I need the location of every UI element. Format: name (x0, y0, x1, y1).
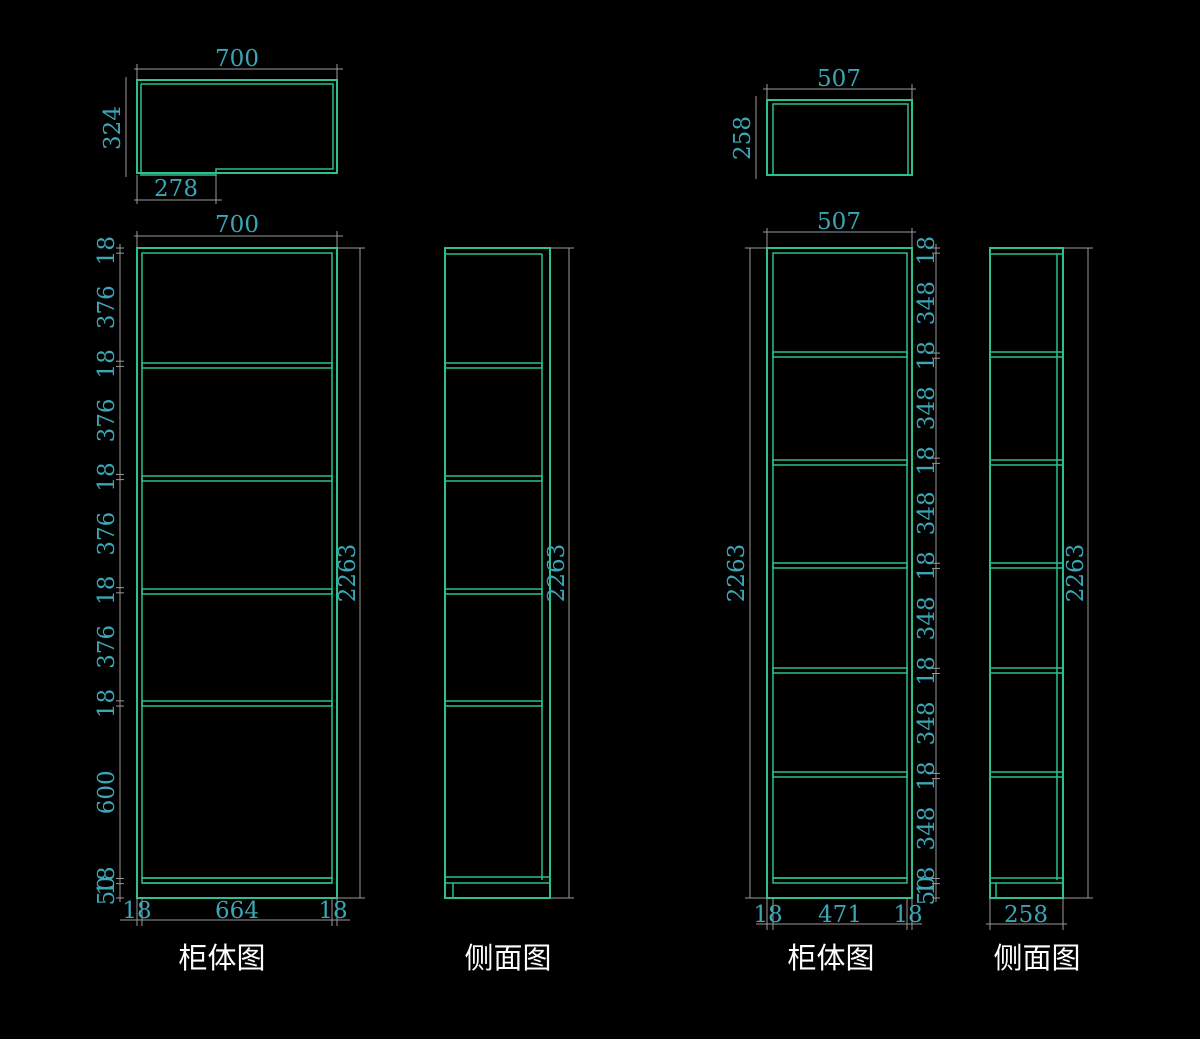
cabinet-b-shelf (772, 562, 908, 569)
dim-b-chain-segment-label: 348 (914, 701, 940, 745)
cabinet-b-shelf (772, 459, 908, 466)
cabinet-b-side-outline (989, 247, 1064, 899)
cabinet-b-frame (766, 247, 913, 899)
dim-a-bottom-right: 18 (318, 898, 347, 924)
cabinet-a-side-shelf (444, 588, 543, 595)
cabinet-b-side-shelf (989, 351, 1064, 358)
dim-b-chain-segment-label: 18 (914, 866, 940, 895)
cabinet-b-front-view: 507 2263 18 348 18 348 18 348 18 348 18 348 18 348 1… (724, 209, 940, 975)
dim-a-chain-segment-label: 376 (94, 512, 120, 556)
cabinet-b-bottom-board (772, 877, 908, 884)
cabinet-a-shelf (141, 588, 333, 595)
caption-b-front: 柜体图 (787, 941, 874, 975)
cabinet-a-side-view: 2263 侧面图 (444, 247, 574, 975)
dim-a-top-width: 700 (215, 46, 259, 72)
caption-b-side: 侧面图 (993, 941, 1080, 975)
dim-a-bottom-left: 18 (122, 898, 151, 924)
cabinet-a-top-view: 700 324 278 (100, 46, 343, 204)
dim-a-chain-segment-label: 18 (94, 689, 120, 718)
cabinet-b-side-shelf (989, 771, 1064, 778)
cabinet-b-shelf (772, 667, 908, 674)
dim-a-chain-segment-label: 18 (94, 866, 120, 895)
cabinet-a-shelf (141, 700, 333, 707)
cabinet-a-shelf (141, 362, 333, 369)
dim-b-chain-segment-label: 18 (914, 551, 940, 580)
cabinet-b-side-bottom (989, 877, 1064, 884)
dim-a-chain-segment-label: 600 (94, 770, 120, 814)
dim-b-chain-segment-label: 348 (914, 596, 940, 640)
dim-a-front-height: 2263 (335, 544, 361, 603)
cabinet-a-side-shelf (444, 475, 543, 482)
dim-a-top-depth: 324 (100, 106, 126, 150)
dim-a-chain-segment-label: 50 (94, 876, 120, 905)
dim-b-side-depth: 258 (1004, 902, 1048, 928)
cabinet-b-top-inner (772, 103, 909, 175)
dim-b-chain-segment-label: 50 (914, 876, 940, 905)
dim-b-chain-segment-label: 348 (914, 281, 940, 325)
dim-a-side-height: 2263 (544, 544, 570, 603)
dim-b-bottom-left: 18 (753, 902, 782, 928)
dim-b-bottom-inner: 471 (818, 902, 862, 928)
cabinet-a-shelf (141, 475, 333, 482)
dim-b-top-depth: 258 (730, 116, 756, 160)
dim-b-front-width: 507 (817, 209, 861, 235)
cabinet-a-side-shelf (444, 700, 543, 707)
dim-a-top-inset: 278 (154, 176, 198, 202)
cabinet-b-side-shelf (989, 459, 1064, 466)
cabinet-a-frame (136, 247, 338, 899)
caption-a-front: 柜体图 (178, 941, 265, 975)
dim-b-top-width: 507 (817, 66, 861, 92)
dim-a-bottom-inner: 664 (215, 898, 259, 924)
cabinet-a-top-inner (140, 83, 334, 176)
cabinet-a-inner (141, 252, 333, 879)
dim-a-chain-segment-label: 376 (94, 285, 120, 329)
dim-b-chain-segment-label: 348 (914, 807, 940, 851)
dim-a-chain-segment-label: 18 (94, 349, 120, 378)
dim-a-chain-segment-label: 376 (94, 625, 120, 669)
caption-a-side: 侧面图 (464, 941, 551, 975)
cabinet-a-side-outline (444, 247, 551, 899)
dim-b-front-height: 2263 (724, 544, 750, 603)
dim-b-bottom-right: 18 (893, 902, 922, 928)
dim-b-side-height: 2263 (1063, 544, 1089, 603)
cabinet-b-shelf (772, 351, 908, 358)
dim-b-chain-segment-label: 18 (914, 236, 940, 265)
dim-b-chain-segment-label: 348 (914, 386, 940, 430)
cabinet-b-side-shelf (989, 667, 1064, 674)
dim-b-chain-segment-label: 348 (914, 491, 940, 535)
dim-b-chain-segment-label: 18 (914, 341, 940, 370)
cabinet-b-inner (772, 252, 908, 879)
dim-a-chain-segment-label: 18 (94, 236, 120, 265)
cabinet-b-top-outline (766, 99, 913, 176)
cabinet-b-top-view: 507 258 (730, 66, 916, 179)
cabinet-a-side-shelf (444, 362, 543, 369)
cabinet-b-side-view: 2263 258 侧面图 (986, 247, 1093, 975)
cabinet-a-side-bottom (444, 876, 551, 884)
cabinet-b-side-shelf (989, 562, 1064, 569)
cabinet-b-shelf (772, 771, 908, 778)
dim-b-chain-segment-label: 18 (914, 656, 940, 685)
dim-b-chain-segment-label: 18 (914, 761, 940, 790)
dim-a-chain-segment-label: 376 (94, 398, 120, 442)
cabinet-a-top-outline (136, 79, 338, 174)
dim-a-chain-segment-label: 18 (94, 462, 120, 491)
dim-b-chain-segment-label: 18 (914, 446, 940, 475)
dim-a-chain-segment-label: 18 (94, 576, 120, 605)
dim-a-front-width: 700 (215, 212, 259, 238)
